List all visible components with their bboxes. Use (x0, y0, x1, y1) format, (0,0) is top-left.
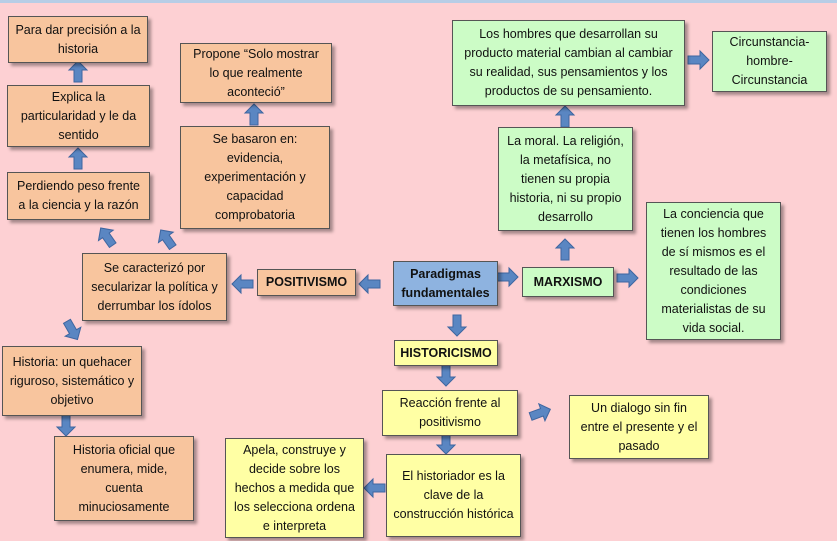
arrow-right-circunstancia (687, 50, 710, 70)
arrow-right-conciencia (616, 268, 639, 288)
conciencia-box: La conciencia que tienen los hombres de … (646, 202, 781, 340)
positivismo-label: POSITIVISMO (257, 269, 356, 296)
circunstancia-box: Circunstancia-hombre-Circunstancia (712, 31, 827, 92)
historicismo-label: HISTORICISMO (394, 340, 498, 366)
arrow-up-moral (555, 238, 575, 261)
arrow-right-dialogo (527, 400, 554, 426)
historiador-box: El historiador es la clave de la constru… (386, 454, 521, 537)
dialogo-box: Un dialogo sin fin entre el presente y e… (569, 395, 709, 459)
arrow-down-reaccion (436, 364, 456, 387)
arrow-up-hombres (555, 105, 575, 128)
hombres-box: Los hombres que desarrollan su producto … (452, 20, 685, 106)
moral-box: La moral. La religión, la metafísica, no… (498, 127, 633, 231)
arrow-to-peso (92, 222, 121, 251)
arrow-up-explica (68, 147, 88, 170)
center-box: Paradigmas fundamentales (393, 261, 498, 306)
top-border (0, 0, 837, 3)
propone-box: Propone “Solo mostrar lo que realmente a… (180, 43, 332, 103)
arrow-down-historicismo (447, 314, 467, 337)
arrow-up-propone (244, 103, 264, 126)
arrow-left-positivismo (358, 274, 381, 294)
apela-box: Apela, construye y decide sobre los hech… (225, 438, 364, 538)
arrow-down-oficial (56, 414, 76, 437)
arrow-left-apela (363, 478, 386, 498)
explica-box: Explica la particularidad y le da sentid… (7, 85, 150, 147)
arrow-up-precision (68, 60, 88, 83)
precision-box: Para dar precisión a la historia (8, 16, 148, 63)
marxismo-label: MARXISMO (522, 267, 614, 297)
arrow-right-marxismo (496, 267, 519, 287)
arrow-to-basaron (152, 224, 181, 253)
quehacer-box: Historia: un quehacer riguroso, sistemát… (2, 346, 142, 416)
oficial-box: Historia oficial que enumera, mide, cuen… (54, 436, 194, 521)
peso-box: Perdiendo peso frente a la ciencia y la … (7, 172, 150, 220)
caracterizo-box: Se caracterizó por secularizar la políti… (82, 253, 227, 321)
arrow-left-caracterizo (231, 274, 254, 294)
arrow-down-historiador (436, 432, 456, 455)
reaccion-box: Reacción frente al positivismo (382, 390, 518, 436)
basaron-box: Se basaron en: evidencia, experimentació… (180, 126, 330, 229)
